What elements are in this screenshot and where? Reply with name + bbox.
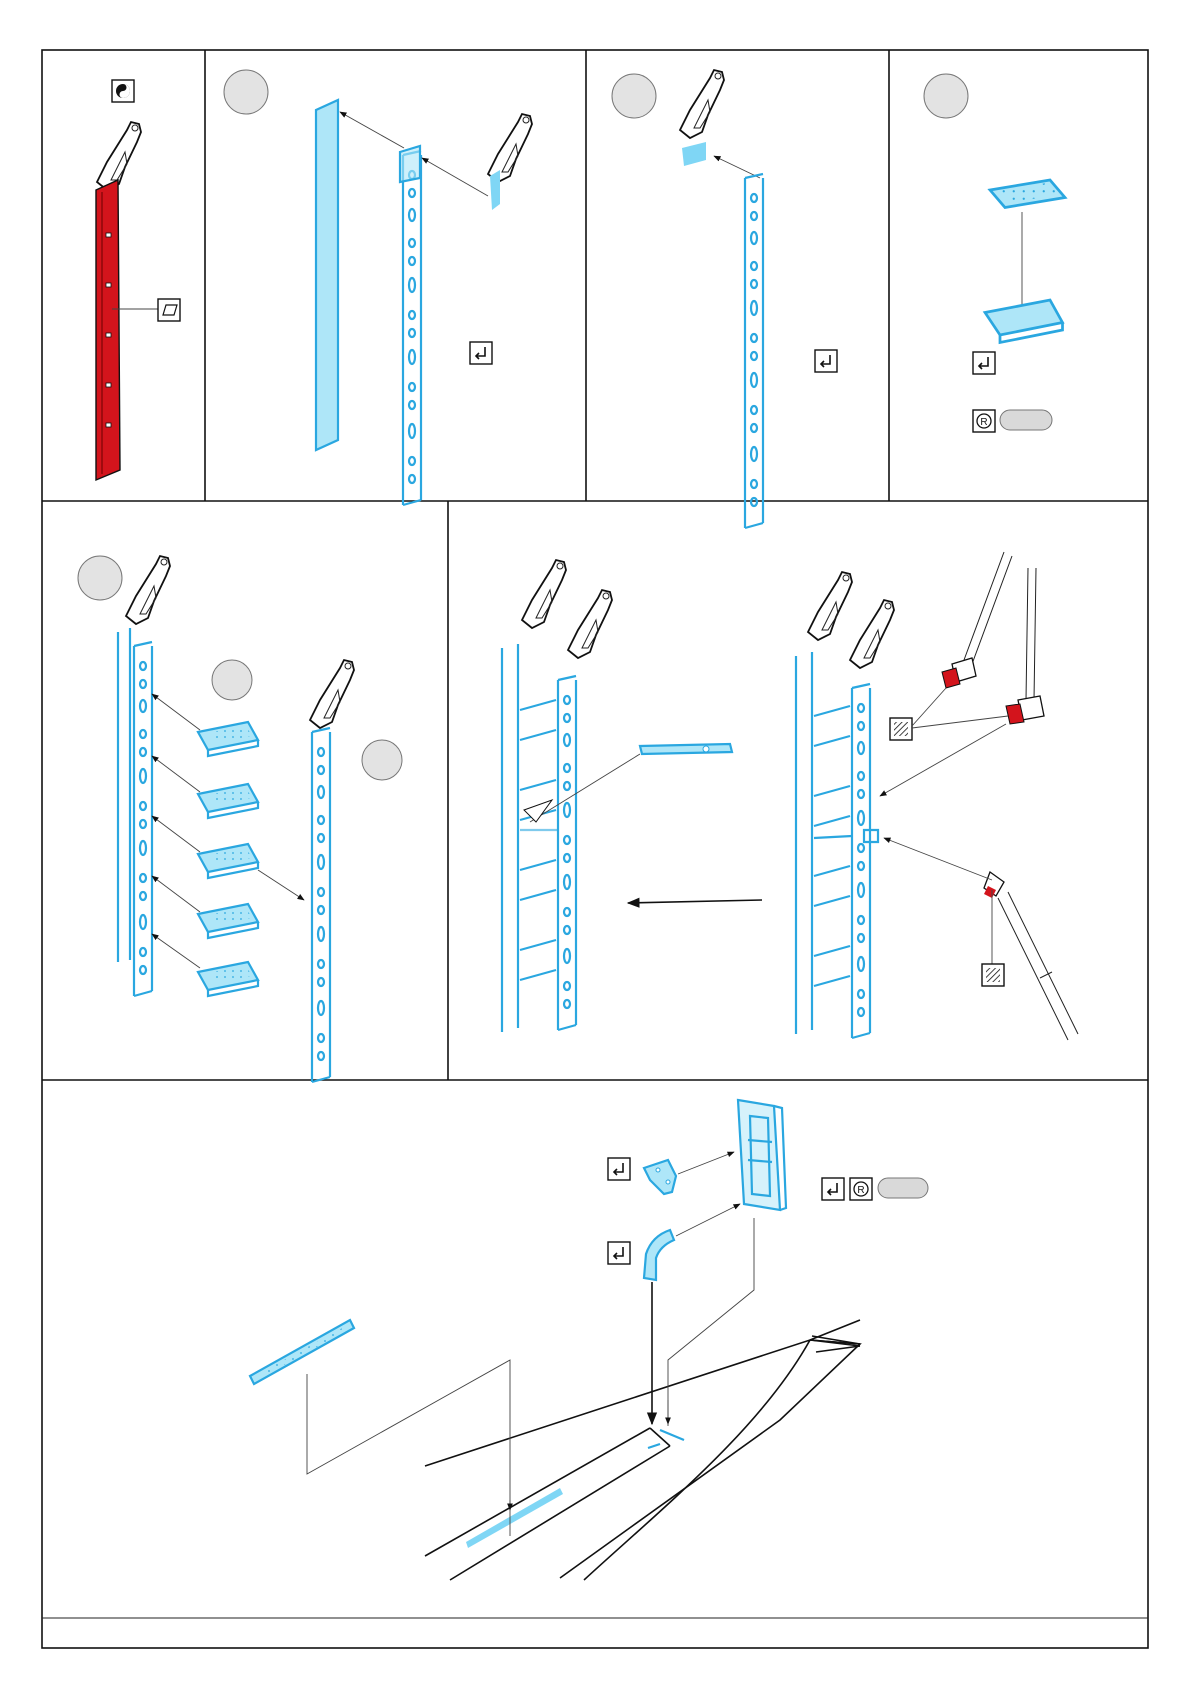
hatched-paint-icon [982, 964, 1004, 986]
panel-5 [78, 556, 402, 1082]
hose-fitting-upper [942, 552, 1012, 688]
bend-symbol-icon [822, 1178, 844, 1200]
clear-plate-part [316, 100, 338, 450]
bend-symbol-icon [815, 350, 837, 372]
panel-6 [502, 552, 1078, 1040]
panel-2 [224, 70, 532, 505]
panel-7 [250, 1100, 928, 1580]
cross-bar-part [640, 744, 732, 754]
part-number-pill [878, 1178, 928, 1198]
step-circle [212, 660, 252, 700]
step-plates [198, 722, 258, 996]
surface-symbol-icon [158, 299, 180, 321]
hatch-frame-part [738, 1100, 786, 1210]
bend-symbol-icon [973, 352, 995, 374]
curved-rail-part [644, 1230, 674, 1280]
panel-1 [96, 80, 180, 480]
panel-4 [924, 74, 1065, 432]
step-circle [78, 556, 122, 600]
bend-symbol-icon [470, 342, 492, 364]
resin-symbol-icon [973, 410, 995, 432]
step-circle [362, 740, 402, 780]
resin-symbol-icon [850, 1178, 872, 1200]
hatched-paint-icon [890, 718, 912, 740]
hinge-plate-part [644, 1160, 676, 1194]
hose-fitting-lower [984, 872, 1078, 1040]
panel-3 [612, 70, 837, 528]
red-rail-part [96, 180, 120, 480]
step-circle [224, 70, 268, 114]
paint-symbol-icon [112, 80, 134, 102]
part-number-pill [1000, 410, 1052, 430]
panel-frame [42, 50, 1148, 1648]
bend-symbol-icon [608, 1158, 630, 1180]
hose-fitting-middle [1006, 568, 1044, 724]
deck-strip-part [250, 1320, 354, 1384]
step-circle [612, 74, 656, 118]
bend-symbol-icon [608, 1242, 630, 1264]
step-circle [924, 74, 968, 118]
